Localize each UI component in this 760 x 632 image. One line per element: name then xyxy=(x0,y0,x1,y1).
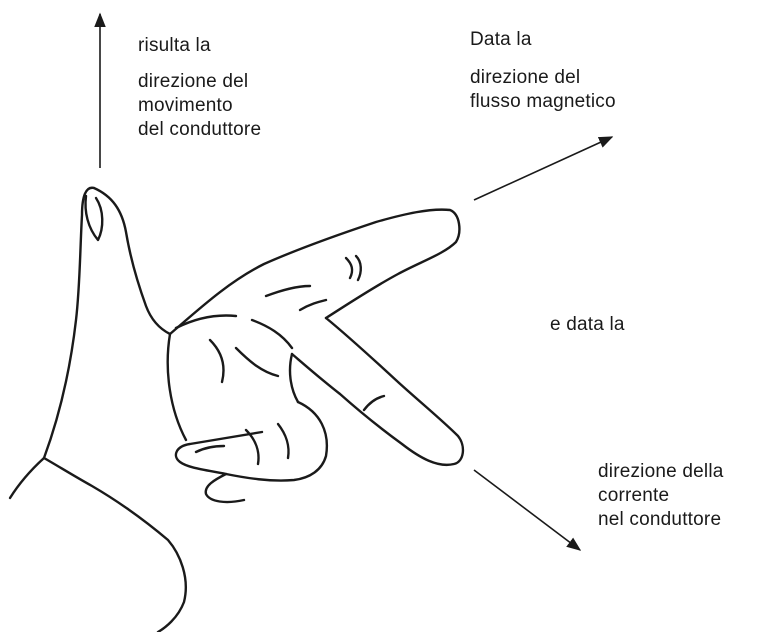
index-arrow-icon xyxy=(473,136,614,201)
index-label-line1: Data la xyxy=(470,29,532,50)
middle-label-line2: corrente xyxy=(598,485,670,506)
thumb-label-line4: del conduttore xyxy=(138,119,262,140)
middle-arrow-icon xyxy=(473,469,582,551)
middle-label-line1: direzione della xyxy=(598,461,724,482)
index-label-line3: flusso magnetico xyxy=(470,91,616,112)
thumb-label-intro: risulta la xyxy=(138,34,211,58)
middle-label-intro: e data la xyxy=(550,313,625,337)
thumb-label-line1: risulta la xyxy=(138,35,211,56)
index-label-intro: Data la xyxy=(470,28,532,52)
thumb-label-line3: movimento xyxy=(138,95,233,116)
index-label: direzione del flusso magnetico xyxy=(470,66,616,114)
middle-label-intro-text: e data la xyxy=(550,314,625,335)
hand-illustration-icon xyxy=(8,186,465,632)
middle-label-line3: nel conduttore xyxy=(598,509,722,530)
thumb-label-line2: direzione del xyxy=(138,71,249,92)
middle-label: direzione della corrente nel conduttore xyxy=(598,460,724,532)
thumb-label: direzione del movimento del conduttore xyxy=(138,70,261,142)
index-label-line2: direzione del xyxy=(470,67,581,88)
